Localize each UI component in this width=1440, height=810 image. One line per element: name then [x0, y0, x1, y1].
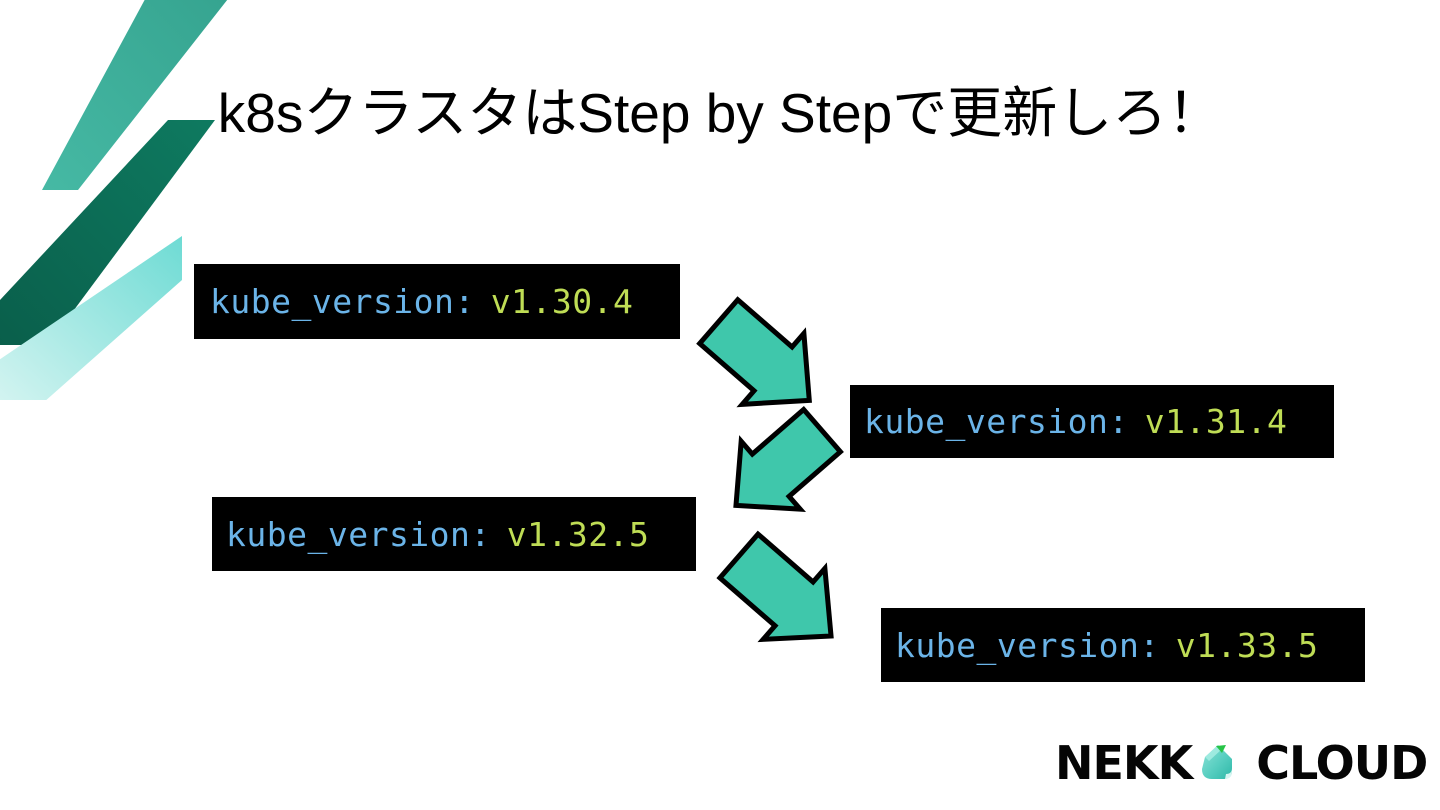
- arrow-down-left-1: [716, 405, 844, 518]
- logo-word-cloud: CLOUD: [1256, 736, 1428, 790]
- code-box-version-3: kube_version: v1.32.5: [212, 497, 696, 571]
- nekko-gem-icon: [1196, 740, 1242, 786]
- nekko-cloud-logo: NEKK CLOUD: [1055, 736, 1428, 790]
- arrow-down-right-1: [696, 296, 830, 414]
- code-box-version-2: kube_version: v1.31.4: [850, 385, 1334, 458]
- arrow-down-right-2: [716, 530, 852, 650]
- code-colon: :: [454, 282, 475, 321]
- stripe-dark-teal: [0, 120, 215, 345]
- logo-word-nekk: NEKK: [1055, 736, 1193, 790]
- code-key: kube_version: [210, 282, 455, 321]
- code-colon: :: [1139, 625, 1160, 665]
- code-value: v1.30.4: [490, 282, 634, 321]
- slide-title: k8sクラスタはStep by Stepで更新しろ！: [217, 82, 1223, 144]
- code-box-version-4: kube_version: v1.33.5: [881, 608, 1365, 682]
- decorative-stripes: [0, 0, 320, 400]
- code-value: v1.33.5: [1175, 625, 1319, 665]
- code-colon: :: [470, 514, 491, 554]
- code-key: kube_version: [895, 625, 1140, 665]
- stripe-light-cyan: [0, 236, 182, 400]
- code-colon: :: [1108, 402, 1129, 441]
- code-key: kube_version: [226, 514, 471, 554]
- code-key: kube_version: [864, 402, 1109, 441]
- code-value: v1.31.4: [1144, 402, 1288, 441]
- code-box-version-1: kube_version: v1.30.4: [194, 264, 680, 339]
- code-value: v1.32.5: [506, 514, 650, 554]
